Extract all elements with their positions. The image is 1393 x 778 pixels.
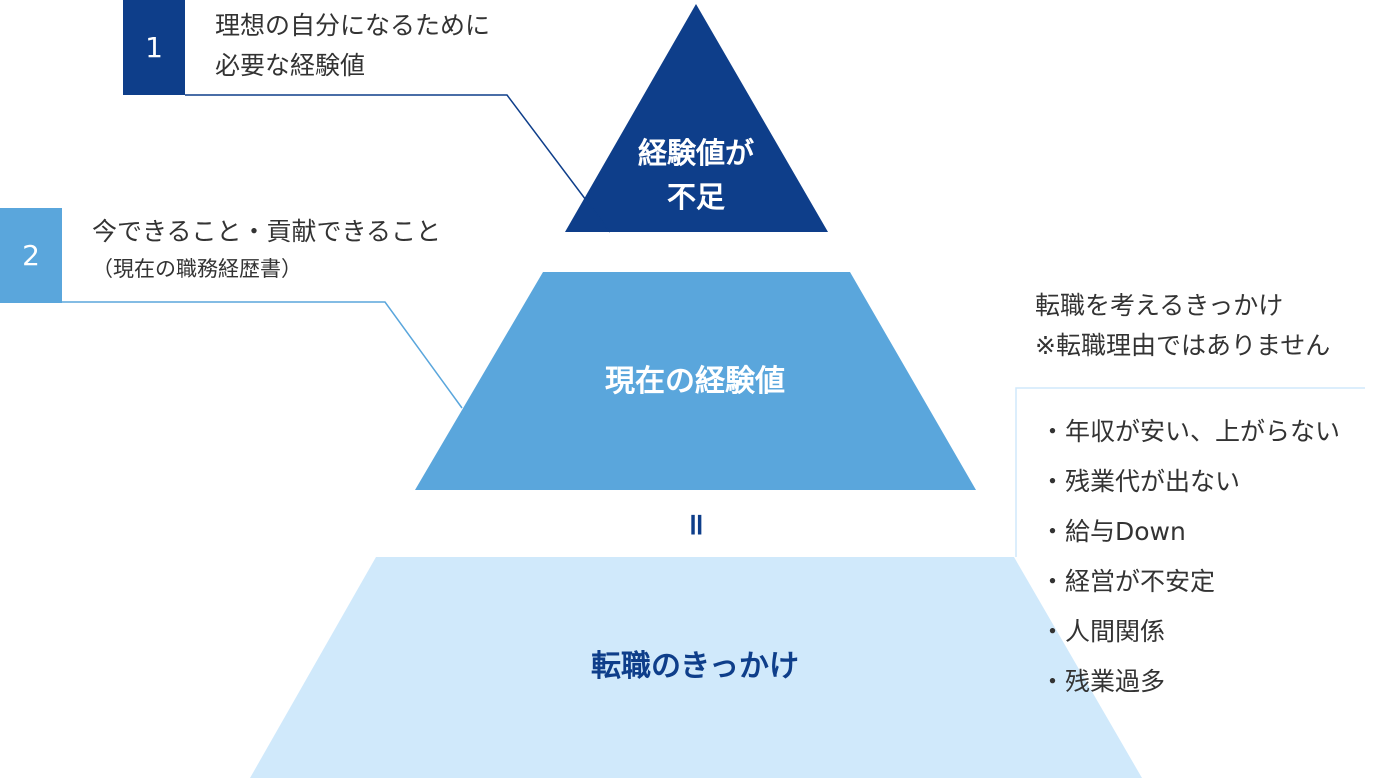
list-item: ・給与Down — [1040, 517, 1186, 546]
tier-bottom-label: 転職のきっかけ — [591, 649, 799, 684]
callout-2-text: 今できること・貢献できること （現在の職務経歴書） — [92, 212, 441, 286]
callout-1-line-1: 理想の自分になるために — [215, 11, 491, 40]
callout-1-line-2: 必要な経験値 — [215, 51, 366, 80]
right-panel-bracket — [1015, 387, 1365, 557]
list-item: ・経営が不安定 — [1040, 567, 1216, 596]
pyramid-tier-middle — [415, 272, 976, 490]
list-item: ・年収が安い、上がらない — [1040, 417, 1341, 446]
pyramid-tier-bottom — [250, 557, 1142, 778]
tier-middle-label: 現在の経験値 — [605, 364, 785, 399]
step-number-2: 2 — [22, 239, 40, 272]
right-panel-heading: 転職を考えるきっかけ ※転職理由ではありません — [1035, 286, 1330, 366]
right-heading-line-1: 転職を考えるきっかけ — [1035, 291, 1284, 320]
right-heading-line-2: ※転職理由ではありません — [1035, 331, 1331, 360]
callout-1-text: 理想の自分になるために 必要な経験値 — [215, 6, 490, 86]
reasons-list: ・年収が安い、上がらない ・残業代が出ない ・給与Down ・経営が不安定 ・人… — [1040, 407, 1340, 707]
callout-2-line-2: （現在の職務経歴書） — [92, 257, 302, 281]
step-badge-2: 2 — [0, 208, 62, 303]
connector-line-2 — [62, 301, 463, 409]
pyramid-tier-top — [565, 4, 828, 232]
equals-sign: ॥ — [686, 507, 704, 542]
tier-top-line-1: 経験値が — [637, 136, 754, 170]
tier-top-label: 経験値が 不足 — [565, 131, 827, 219]
callout-2-line-1: 今できること・貢献できること — [92, 217, 442, 246]
list-item: ・人間関係 — [1040, 617, 1166, 646]
list-item: ・残業過多 — [1040, 667, 1166, 696]
step-number-1: 1 — [145, 31, 163, 64]
connector-line-1 — [185, 94, 611, 233]
list-item: ・残業代が出ない — [1040, 467, 1241, 496]
step-badge-1: 1 — [123, 0, 185, 95]
tier-top-line-2: 不足 — [666, 180, 725, 214]
